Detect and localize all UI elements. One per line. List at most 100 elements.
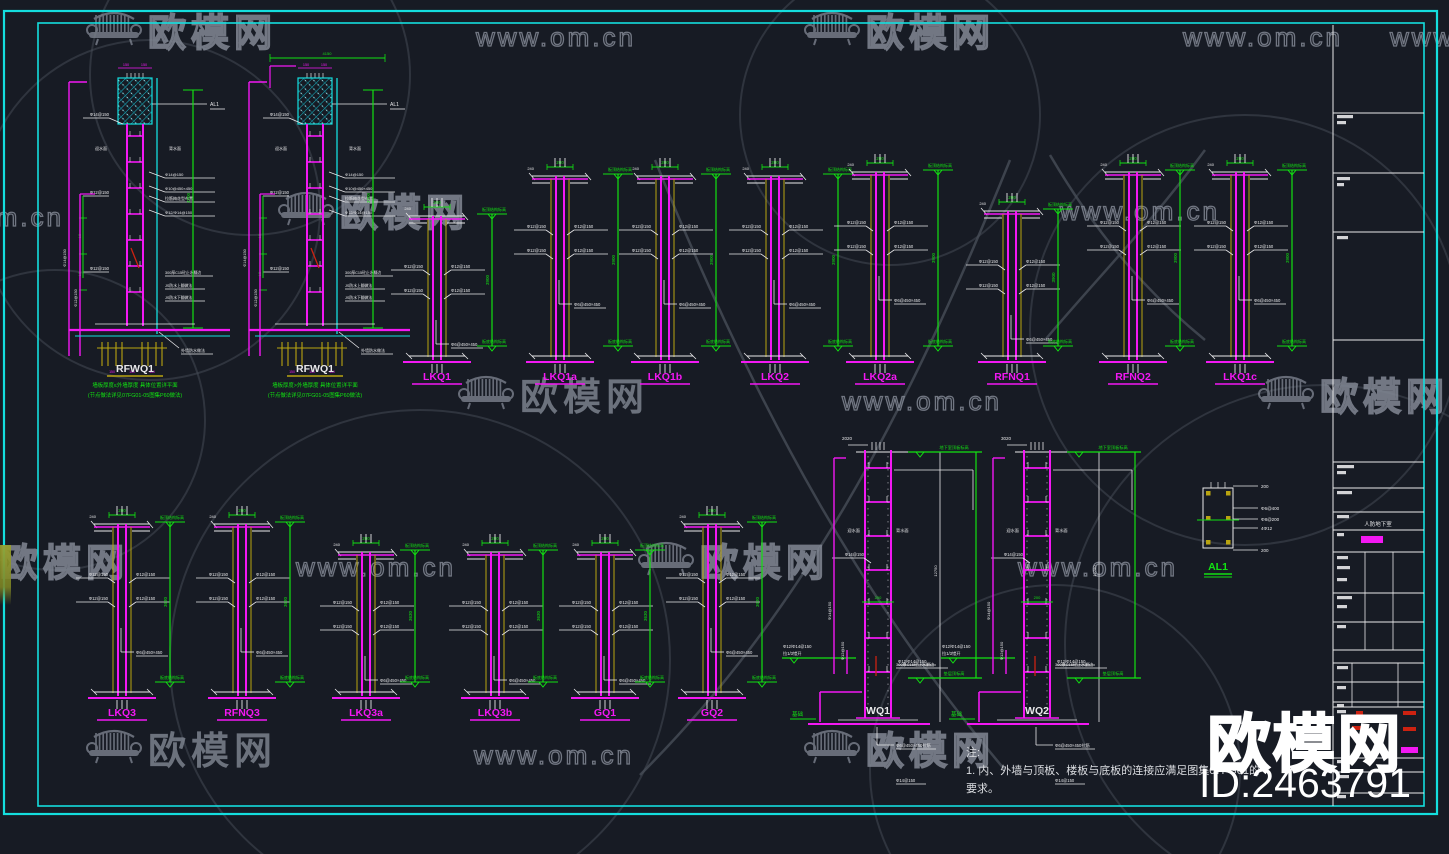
svg-text:Φ6@450×450: Φ6@450×450 [894,298,921,303]
svg-text:墙板厚度>外墙厚度 具体位置详平面: 墙板厚度>外墙厚度 具体位置详平面 [272,381,358,389]
svg-text:Φ6@450×450: Φ6@450×450 [380,678,407,683]
svg-text:Φ12@150: Φ12@150 [89,596,109,601]
svg-text:Φ12@150: Φ12@150 [847,244,867,249]
svg-text:240: 240 [527,166,534,171]
svg-text:板顶结构标高: 板顶结构标高 [640,542,664,548]
svg-text:4Φ12: 4Φ12 [1261,526,1273,531]
svg-text:Φ12/Φ14@150: Φ12/Φ14@150 [1057,659,1086,664]
svg-text:Φ12@150: Φ12@150 [270,190,290,195]
svg-text:LKQ1b: LKQ1b [648,371,682,383]
svg-text:240: 240 [742,166,749,171]
svg-text:欧模网: 欧模网 [866,731,995,773]
svg-text:板底结构标高: 板底结构标高 [706,338,730,344]
svg-text:Φ12@150: Φ12@150 [451,288,471,293]
svg-text:板顶结构标高: 板顶结构标高 [928,162,952,168]
svg-text:板底结构标高: 板底结构标高 [608,338,632,344]
svg-text:Φ12@150: Φ12@150 [256,572,276,577]
svg-text:150: 150 [149,370,155,374]
svg-text:Φ6@450×450: Φ6@450×450 [679,302,706,307]
svg-text:Φ12@150: Φ12@150 [1254,220,1274,225]
svg-text:150: 150 [129,370,135,374]
svg-text:Φ12@150: Φ12@150 [572,624,592,629]
general-notes: 注: 1. 内、外墙与顶板、楼板与底板的连接应满足图集07FG01的要求。 [966,744,1266,798]
svg-text:3700: 3700 [366,192,371,203]
svg-text:背水面: 背水面 [896,527,909,534]
svg-text:www.om.cn: www.om.cn [0,202,64,232]
svg-text:www.om.cn: www.om.cn [475,22,636,52]
svg-text:150: 150 [123,63,129,67]
svg-text:Φ12@150: Φ12@150 [90,266,110,271]
svg-text:Φ14@150: Φ14@150 [845,552,865,557]
svg-text:Φ6@450×450: Φ6@450×450 [726,650,753,655]
svg-text:RFWQ1: RFWQ1 [296,363,334,375]
svg-text:板底结构标高: 板底结构标高 [928,338,952,344]
svg-text:200: 200 [1261,548,1269,553]
svg-text:外墙防水做法: 外墙防水做法 [361,347,385,353]
svg-text:3700: 3700 [186,192,191,203]
svg-text:基础: 基础 [792,710,804,718]
svg-text:240: 240 [679,514,686,519]
svg-text:墙板厚度≤外墙厚度 具体位置详平面: 墙板厚度≤外墙厚度 具体位置详平面 [92,381,178,389]
svg-text:Φ12@150: Φ12@150 [509,600,529,605]
svg-text:200: 200 [875,595,882,600]
svg-text:迎水面: 迎水面 [1006,527,1019,534]
svg-text:板顶结构标高: 板顶结构标高 [706,166,730,172]
svg-text:Φ12@150: Φ12@150 [1207,220,1227,225]
detail-RFNQ2: 200240Φ12@150Φ12@150Φ12@150Φ12@150Φ6@450… [1087,154,1195,385]
svg-text:板底结构标高: 板底结构标高 [405,674,429,680]
svg-text:拉1/3错开: 拉1/3错开 [783,650,801,657]
svg-text:150: 150 [109,370,115,374]
svg-text:3900: 3900 [709,254,714,265]
svg-text:Φ12@150: Φ12@150 [462,624,482,629]
svg-text:欧模网: 欧模网 [700,543,829,585]
site-brand-watermark-large: 欧模网 [1207,709,1403,781]
svg-text:WQ2: WQ2 [1025,705,1049,717]
svg-text:迎水面: 迎水面 [275,145,287,151]
svg-text:Φ12@150: Φ12@150 [979,259,999,264]
svg-text:Φ12/Φ14@150: Φ12/Φ14@150 [942,644,971,649]
svg-text:垫层顶标高: 垫层顶标高 [944,670,965,677]
svg-text:Φ14@150: Φ14@150 [1004,552,1024,557]
svg-text:Φ12@150: Φ12@150 [270,266,290,271]
svg-text:Φ12@150: Φ12@150 [742,248,762,253]
svg-text:JS防水上翻做法: JS防水上翻做法 [165,283,192,288]
svg-text:(节点做法详见07FG01-05图集P60做法): (节点做法详见07FG01-05图集P60做法) [268,391,363,399]
svg-text:4150: 4150 [323,51,333,56]
svg-text:Φ12@150: Φ12@150 [632,248,652,253]
svg-text:Φ12@150: Φ12@150 [1026,259,1046,264]
svg-text:Φ12@150: Φ12@150 [726,572,746,577]
sheet-frame [2,9,1439,816]
svg-text:240: 240 [333,542,340,547]
detail-LKQ1: 200240Φ12@150Φ12@150Φ12@150Φ12@150Φ6@450… [391,198,507,385]
svg-text:板底结构标高: 板底结构标高 [1282,338,1306,344]
svg-text:Φ6@450×450: Φ6@450×450 [509,678,536,683]
svg-text:Φ12@150: Φ12@150 [840,641,845,660]
svg-text:www.om.cn: www.om.cn [841,386,1002,416]
svg-text:3630: 3630 [163,596,168,607]
svg-text:欧模网: 欧模网 [148,13,277,55]
svg-text:Φ6@450×450: Φ6@450×450 [256,650,283,655]
svg-text:板顶结构标高: 板顶结构标高 [160,514,184,520]
svg-text:板底结构标高: 板底结构标高 [482,338,506,344]
svg-text:Φ12@150: Φ12@150 [894,244,914,249]
svg-text:RFNQ1: RFNQ1 [994,371,1030,383]
svg-text:背水面: 背水面 [349,145,361,151]
detail-LKQ2a: 200240Φ12@150Φ12@150Φ12@150Φ12@150Φ6@450… [834,154,953,385]
sofa-icon [1258,375,1314,410]
svg-text:Φ12@150: Φ12@150 [574,224,594,229]
svg-text:Φ12@150: Φ12@150 [380,600,400,605]
svg-text:Φ12@150: Φ12@150 [136,596,156,601]
svg-text:Φ6@450×450: Φ6@450×450 [789,302,816,307]
svg-text:Φ6@400: Φ6@400 [1261,506,1280,511]
svg-text:(节点做法详见07FG01-05图集P60做法): (节点做法详见07FG01-05图集P60做法) [88,391,183,399]
svg-text:背水面: 背水面 [1055,527,1068,534]
svg-text:RFWQ1: RFWQ1 [116,363,154,375]
svg-text:Φ12@150: Φ12@150 [894,220,914,225]
svg-text:Φ12@150: Φ12@150 [619,600,639,605]
svg-text:www.om.cn: www.om.cn [1059,196,1220,226]
svg-text:Φ12@150: Φ12@150 [380,624,400,629]
svg-text:Φ6@450×450: Φ6@450×450 [574,302,601,307]
svg-text:200: 200 [1261,484,1269,489]
